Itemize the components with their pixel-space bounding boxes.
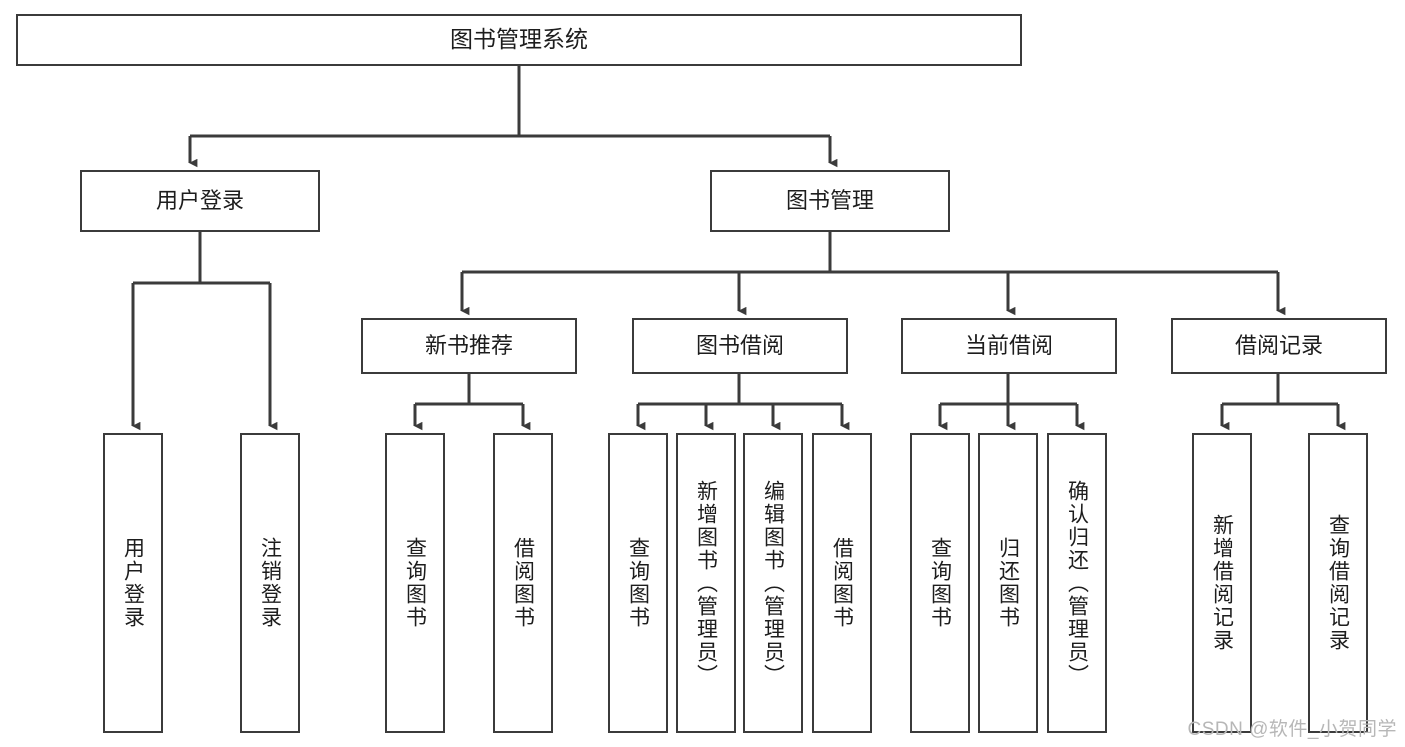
node-user-login[interactable]: 用户登录 [80,170,320,232]
node-borrow-record[interactable]: 借阅记录 [1171,318,1387,374]
node-label: 用户登录 [155,187,244,213]
node-label: 图书管理系统 [450,26,588,53]
node-label: 注销登录 [258,537,282,629]
node-leaf-return-book[interactable]: 归还图书 [978,433,1038,733]
node-label: 查询图书 [403,537,427,629]
node-label: 新增借阅记录 [1210,514,1234,652]
node-book-management[interactable]: 图书管理 [710,170,950,232]
node-leaf-query-book-borrow[interactable]: 查询图书 [608,433,668,733]
node-leaf-add-book-admin[interactable]: 新增图书（管理员） [676,433,736,733]
node-label: 查询图书 [928,537,952,629]
node-label: 借阅图书 [511,537,535,629]
node-leaf-user-login[interactable]: 用户登录 [103,433,163,733]
node-label: 借阅记录 [1234,332,1323,358]
node-leaf-query-book-current[interactable]: 查询图书 [910,433,970,733]
node-leaf-borrow-book[interactable]: 借阅图书 [812,433,872,733]
node-leaf-query-book-new[interactable]: 查询图书 [385,433,445,733]
node-label: 查询图书 [626,537,650,629]
node-leaf-add-borrow-record[interactable]: 新增借阅记录 [1192,433,1252,733]
node-leaf-edit-book-admin[interactable]: 编辑图书（管理员） [743,433,803,733]
node-book-borrow[interactable]: 图书借阅 [632,318,848,374]
node-label: 当前借阅 [964,332,1053,358]
node-new-book-recommendation[interactable]: 新书推荐 [361,318,577,374]
node-root-book-management-system[interactable]: 图书管理系统 [16,14,1022,66]
node-label: 归还图书 [996,537,1020,629]
node-leaf-confirm-return-admin[interactable]: 确认归还（管理员） [1047,433,1107,733]
node-label: 确认归还（管理员） [1065,479,1089,687]
node-label: 编辑图书（管理员） [761,479,785,687]
node-label: 图书管理 [785,187,874,213]
node-label: 用户登录 [121,537,145,629]
node-leaf-logout[interactable]: 注销登录 [240,433,300,733]
node-label: 新书推荐 [424,332,513,358]
node-leaf-borrow-book-new[interactable]: 借阅图书 [493,433,553,733]
node-label: 新增图书（管理员） [694,479,718,687]
node-leaf-query-borrow-record[interactable]: 查询借阅记录 [1308,433,1368,733]
watermark: CSDN @软件_小贺同学 [1187,719,1397,740]
node-label: 查询借阅记录 [1326,514,1350,652]
node-current-borrow[interactable]: 当前借阅 [901,318,1117,374]
node-label: 借阅图书 [830,537,854,629]
node-label: 图书借阅 [695,332,784,358]
